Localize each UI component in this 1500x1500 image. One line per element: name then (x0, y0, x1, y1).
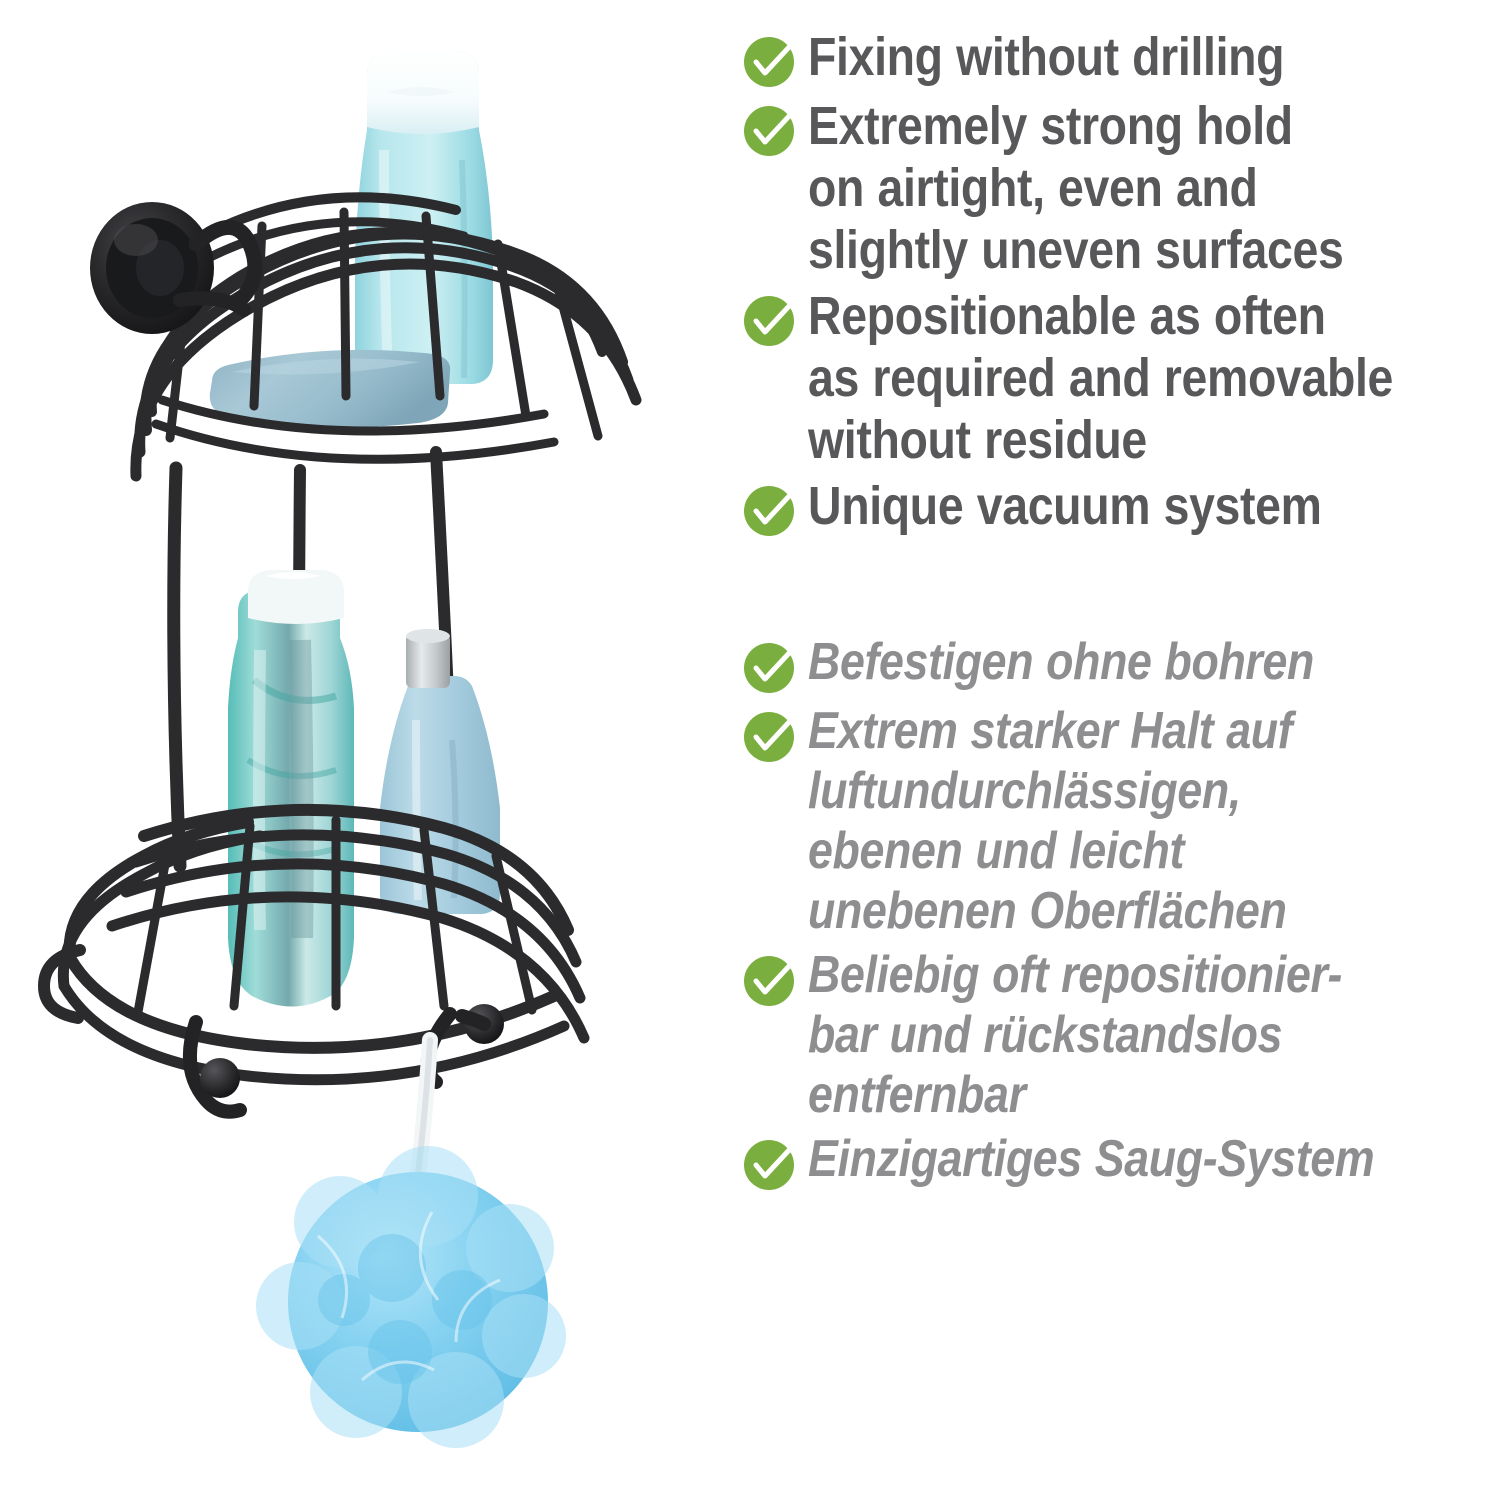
feature-text-line: Extrem starker Halt auf (808, 702, 1293, 760)
suction-cup-mount (90, 202, 263, 334)
loofah-sponge (256, 1146, 566, 1448)
corner-shower-caddy-illustration (37, 51, 642, 1448)
feature-text-line: on airtight, even and (808, 158, 1258, 218)
check-icon-wrap (742, 95, 808, 160)
check-icon-wrap (742, 632, 808, 697)
check-icon (744, 106, 794, 156)
feature-text: Einzigartiges Saug-System (808, 1130, 1375, 1188)
check-icon-wrap (742, 475, 808, 540)
feature-text-line: as required and removable (808, 348, 1394, 408)
check-icon (744, 712, 794, 762)
feature-text: Unique vacuum system (808, 476, 1322, 536)
feature-text-block: Repositionable as often as required and … (808, 285, 1482, 471)
feature-text: Befestigen ohne bohren (808, 633, 1314, 691)
check-icon-wrap (742, 26, 808, 91)
feature-text-line: luftundurchlässigen, (808, 762, 1241, 820)
feature-list-german: Befestigen ohne bohren Extrem starker Ha… (742, 632, 1482, 1194)
feature-item: Repositionable as often as required and … (742, 285, 1482, 471)
check-icon (744, 296, 794, 346)
check-icon (744, 956, 794, 1006)
feature-text-block: Extrem starker Halt auf luftundurchlässi… (808, 701, 1482, 941)
product-image-pane (0, 0, 720, 1500)
feature-text-line: bar und rückstandslos (808, 1006, 1283, 1064)
feature-text-block: Beliebig oft repositionier- bar und rück… (808, 945, 1482, 1125)
feature-text-line: Repositionable as often (808, 286, 1326, 346)
feature-item: Unique vacuum system (742, 475, 1482, 540)
check-icon (744, 643, 794, 693)
check-icon-wrap (742, 285, 808, 350)
feature-item: Beliebig oft repositionier- bar und rück… (742, 945, 1482, 1125)
check-icon (744, 37, 794, 87)
feature-text-line: unebenen Oberflächen (808, 882, 1287, 940)
feature-item: Fixing without drilling (742, 26, 1482, 91)
feature-list-english: Fixing without drilling Extremely strong… (742, 26, 1482, 540)
feature-text: Fixing without drilling (808, 27, 1285, 87)
feature-item: Extrem starker Halt auf luftundurchlässi… (742, 701, 1482, 941)
feature-text-line: slightly uneven surfaces (808, 220, 1344, 280)
hook-left (182, 1015, 247, 1119)
soap-bar (209, 349, 451, 428)
feature-item: Extremely strong hold on airtight, even … (742, 95, 1482, 281)
feature-text-line: Beliebig oft repositionier- (808, 946, 1343, 1004)
check-icon-wrap (742, 701, 808, 766)
feature-text-line: Extremely strong hold (808, 96, 1293, 156)
feature-item: Einzigartiges Saug-System (742, 1129, 1482, 1194)
check-icon-wrap (742, 1129, 808, 1194)
feature-text-block: Extremely strong hold on airtight, even … (808, 95, 1482, 281)
feature-item: Befestigen ohne bohren (742, 632, 1482, 697)
pale-bottle (380, 629, 500, 914)
check-icon (744, 1140, 794, 1190)
feature-text-line: ebenen und leicht (808, 822, 1185, 880)
check-icon (744, 486, 794, 536)
feature-text-line: entfernbar (808, 1066, 1026, 1124)
features-pane: Fixing without drilling Extremely strong… (720, 0, 1500, 1500)
check-icon-wrap (742, 945, 808, 1010)
feature-text-line: without residue (808, 410, 1147, 470)
